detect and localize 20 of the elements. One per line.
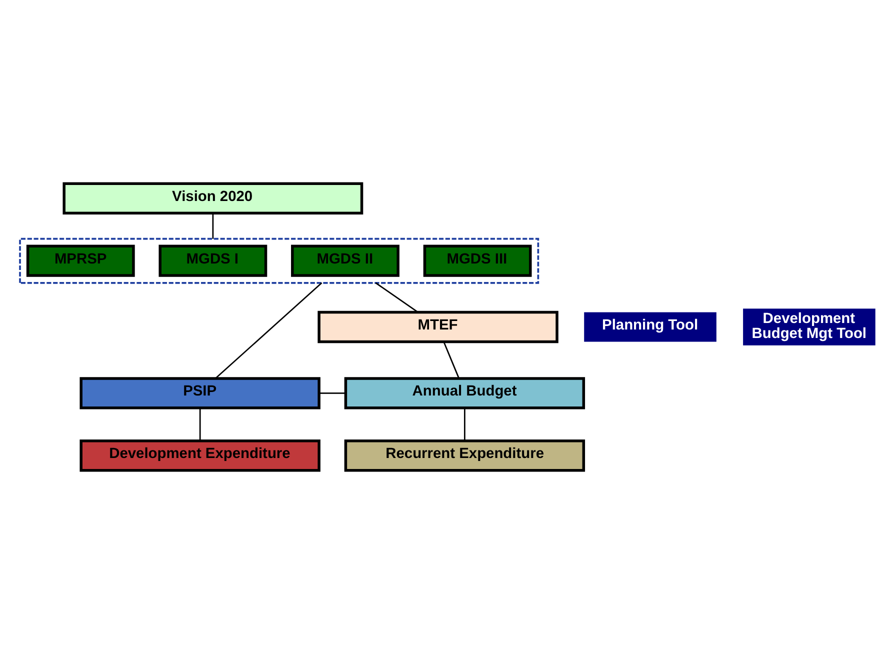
node-box: MTEF — [318, 310, 558, 344]
connector — [464, 408, 466, 441]
node-box: Development Expenditure — [80, 440, 320, 472]
node-box: MPRSP — [26, 244, 135, 277]
node-box: MGDS I — [158, 244, 268, 277]
connector — [375, 282, 418, 313]
connector — [212, 213, 214, 239]
connector — [443, 342, 460, 379]
connector — [319, 392, 346, 394]
node-box: Annual Budget — [344, 377, 586, 410]
node-box: Development Budget Mgt Tool — [743, 308, 876, 346]
cluster — [19, 238, 540, 284]
node-box: Planning Tool — [584, 312, 716, 342]
node-box: Vision 2020 — [62, 182, 364, 214]
node-box: PSIP — [80, 377, 320, 410]
connector — [199, 408, 201, 441]
node-box: Recurrent Expenditure — [344, 440, 586, 472]
node-box: MGDS III — [423, 244, 532, 277]
node-box: MGDS II — [291, 244, 400, 277]
connector — [215, 282, 322, 379]
